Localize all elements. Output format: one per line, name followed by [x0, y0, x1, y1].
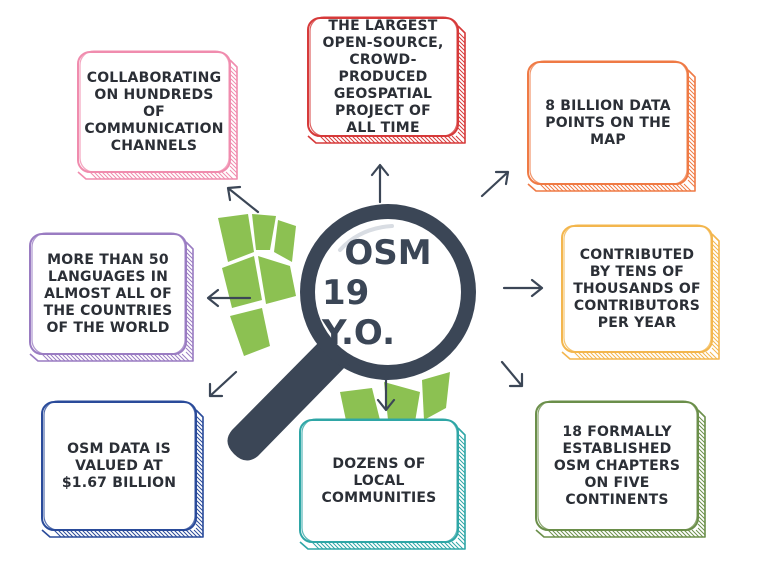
card-text: CONTRIBUTED BY TENS OF THOUSANDS OF CONT… [573, 246, 701, 331]
card-languages: MORE THAN 50 LANGUAGES IN ALMOST ALL OF … [30, 234, 186, 354]
card-frame [527, 60, 696, 192]
card-osm-chapters: 18 FORMALLY ESTABLISHED OSM CHAPTERS ON … [536, 402, 698, 530]
card-local-communities: DOZENS OF LOCAL COMMUNITIES [300, 420, 458, 542]
card-frame [41, 400, 204, 538]
card-text: MORE THAN 50 LANGUAGES IN ALMOST ALL OF … [43, 251, 173, 336]
card-frame [29, 232, 194, 362]
arrow-to-communities [376, 372, 396, 412]
card-frame [535, 400, 706, 538]
card-largest-project: THE LARGEST OPEN-SOURCE, CROWD-PRODUCED … [308, 18, 458, 136]
card-text: THE LARGEST OPEN-SOURCE, CROWD-PRODUCED … [322, 17, 444, 136]
card-data-points: 8 BILLION DATA POINTS ON THE MAP [528, 62, 688, 184]
arrow-to-largest [370, 163, 390, 204]
card-frame [77, 50, 238, 180]
card-contributors: CONTRIBUTED BY TENS OF THOUSANDS OF CONT… [562, 226, 712, 352]
card-text: COLLABORATING ON HUNDREDS OF COMMUNICATI… [84, 69, 224, 154]
center-subtitle: 19 Y.O. [322, 273, 395, 353]
card-text: 8 BILLION DATA POINTS ON THE MAP [545, 97, 671, 148]
card-communication-channels: COLLABORATING ON HUNDREDS OF COMMUNICATI… [78, 52, 230, 172]
center-title: OSM [344, 233, 432, 273]
card-frame [299, 418, 466, 550]
center-label: OSM 19 Y.O. [322, 233, 454, 353]
card-text: 18 FORMALLY ESTABLISHED OSM CHAPTERS ON … [553, 423, 681, 508]
card-data-valued: OSM DATA IS VALUED AT $1.67 BILLION [42, 402, 196, 530]
arrow-to-channels [226, 185, 260, 214]
card-frame [307, 16, 466, 144]
card-frame [561, 224, 720, 360]
arrow-to-datapoints [480, 170, 510, 198]
arrow-to-contributors [502, 278, 544, 298]
card-text: DOZENS OF LOCAL COMMUNITIES [321, 455, 437, 506]
arrows [206, 163, 544, 412]
arrow-to-chapters [500, 360, 524, 388]
card-text: OSM DATA IS VALUED AT $1.67 BILLION [61, 440, 177, 491]
arrow-to-valued [208, 370, 238, 398]
arrow-to-languages [206, 288, 252, 308]
